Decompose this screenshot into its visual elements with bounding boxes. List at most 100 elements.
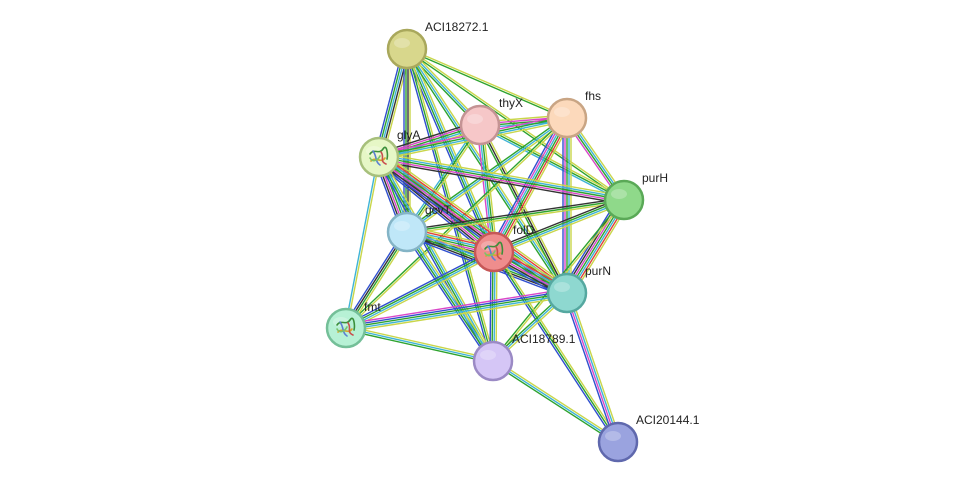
node-highlight xyxy=(480,350,496,360)
edge-folD-ACI20144.1[interactable] xyxy=(491,250,621,444)
edge-evidence-neighborhood xyxy=(377,157,493,362)
edge-evidence-neighborhood xyxy=(493,198,624,252)
node-highlight xyxy=(394,221,410,231)
node-highlight xyxy=(394,38,410,48)
node-label: fmt xyxy=(364,300,381,314)
node-gcvT[interactable]: gcvT xyxy=(386,203,452,253)
edge-evidence-textmining xyxy=(346,296,568,333)
protein-structure-icon xyxy=(369,146,389,166)
edge-evidence-coexpression xyxy=(378,160,624,205)
edge-evidence-cooccurrence xyxy=(491,252,617,444)
structure-ribbon xyxy=(484,250,496,257)
edge-evidence-textmining xyxy=(407,201,625,235)
edge-evidence-coexpression xyxy=(406,197,624,231)
edge-evidence-neighborhood xyxy=(406,199,625,233)
node-folD[interactable]: folD xyxy=(473,223,535,273)
edge-evidence-textmining xyxy=(482,124,498,252)
node-ACI18789.1[interactable]: ACI18789.1 xyxy=(472,332,576,382)
edge-evidence-experiments xyxy=(565,293,618,443)
edge-evidence-database xyxy=(379,156,495,361)
edge-folD-fmt[interactable] xyxy=(344,248,496,332)
edge-evidence-database xyxy=(346,294,568,331)
edge-evidence-textmining xyxy=(379,152,625,197)
edge-evidence-cooccurrence xyxy=(563,293,616,444)
edge-evidence-textmining xyxy=(347,254,496,332)
node-label: ACI18272.1 xyxy=(425,20,489,34)
structure-ribbon xyxy=(487,245,496,261)
edge-evidence-cooccurrence xyxy=(345,290,567,327)
edge-evidence-neighborhood xyxy=(405,49,494,253)
node-thyX[interactable]: thyX xyxy=(459,96,523,146)
edge-fmt-ACI18789.1[interactable] xyxy=(345,325,494,364)
edge-evidence-textmining xyxy=(493,358,620,441)
structure-ribbon xyxy=(339,321,348,337)
node-glyA[interactable]: glyA xyxy=(358,128,420,178)
edge-evidence-database xyxy=(492,117,567,252)
edge-evidence-experiments xyxy=(345,288,567,325)
edge-evidence-database xyxy=(344,156,379,328)
edge-evidence-textmining xyxy=(346,325,494,360)
node-circle[interactable] xyxy=(386,211,428,253)
edge-evidence-textmining xyxy=(409,47,498,252)
node-circle[interactable] xyxy=(546,272,588,314)
edge-evidence-coexpression xyxy=(492,196,624,250)
edge-evidence-neighborhood xyxy=(493,251,619,443)
edge-gcvT-ACI18789.1[interactable] xyxy=(403,229,497,364)
edge-evidence-textmining xyxy=(569,291,622,442)
edge-evidence-textmining xyxy=(407,47,568,118)
nodes-layer: ACI18272.1 thyX fhs glyA purH gcvT folD purN fmt… xyxy=(325,20,700,463)
edge-evidence-neighborhood xyxy=(477,125,566,295)
edge-purN-fmt[interactable] xyxy=(345,288,568,333)
node-label: purH xyxy=(642,171,668,185)
edge-purN-ACI20144.1[interactable] xyxy=(563,291,622,444)
structure-ribbon xyxy=(336,326,348,333)
edge-glyA-fmt[interactable] xyxy=(344,156,381,329)
edge-evidence-neighborhood xyxy=(345,250,494,328)
node-fhs[interactable]: fhs xyxy=(546,89,601,139)
edge-thyX-purH[interactable] xyxy=(478,122,626,203)
node-circle[interactable] xyxy=(597,421,639,463)
edge-evidence-textmining xyxy=(408,47,570,293)
node-highlight xyxy=(554,107,570,117)
edge-purH-gcvT[interactable] xyxy=(406,197,625,235)
edge-evidence-database xyxy=(345,327,494,362)
node-fmt[interactable]: fmt xyxy=(325,300,381,349)
edge-glyA-purH[interactable] xyxy=(378,152,625,205)
edge-evidence-database xyxy=(406,117,568,233)
edge-evidence-database xyxy=(407,231,495,361)
node-highlight xyxy=(611,189,627,199)
edge-evidence-cooccurrence xyxy=(375,158,491,363)
edge-evidence-database xyxy=(406,48,568,294)
protein-structure-icon xyxy=(336,317,356,337)
edge-purH-folD[interactable] xyxy=(492,196,626,256)
node-label: purN xyxy=(585,264,611,278)
node-label: ACI18789.1 xyxy=(512,332,576,346)
node-ACI20144.1[interactable]: ACI20144.1 xyxy=(597,413,700,463)
edge-evidence-database xyxy=(407,48,496,252)
edge-ACI18789.1-ACI20144.1[interactable] xyxy=(491,358,620,445)
edge-glyA-ACI18789.1[interactable] xyxy=(375,155,497,363)
node-label: folD xyxy=(513,223,535,237)
edge-evidence-database xyxy=(492,360,619,443)
node-purH[interactable]: purH xyxy=(603,171,668,221)
node-label: gcvT xyxy=(425,203,452,217)
edge-evidence-textmining xyxy=(497,120,573,255)
node-circle[interactable] xyxy=(603,179,645,221)
node-circle[interactable] xyxy=(386,28,428,70)
edge-evidence-database xyxy=(379,154,625,199)
edge-evidence-database xyxy=(494,200,625,254)
node-circle[interactable] xyxy=(472,340,514,382)
edge-evidence-textmining xyxy=(494,202,626,256)
edge-evidence-database xyxy=(567,292,620,442)
node-label: fhs xyxy=(585,89,601,103)
edge-evidence-neighborhood xyxy=(345,292,568,329)
node-circle[interactable] xyxy=(459,104,501,146)
edge-evidence-neighborhood xyxy=(406,124,481,233)
edge-ACI18272.1-fhs[interactable] xyxy=(406,47,568,120)
node-purN[interactable]: purN xyxy=(546,264,611,314)
node-ACI18272.1[interactable]: ACI18272.1 xyxy=(386,20,489,70)
node-circle[interactable] xyxy=(546,97,588,139)
edge-evidence-cooccurrence xyxy=(403,233,492,364)
node-label: ACI20144.1 xyxy=(636,413,700,427)
